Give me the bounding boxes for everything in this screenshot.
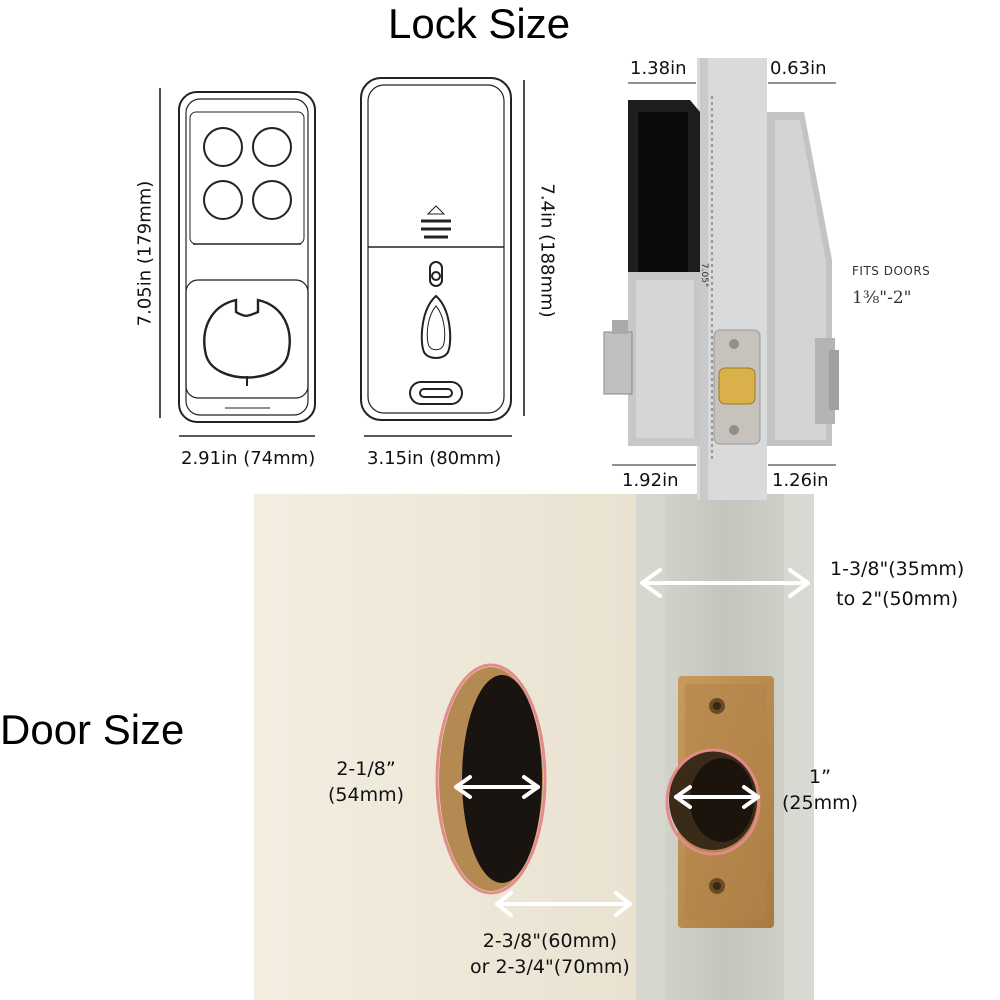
door-size-title: Door Size	[0, 706, 185, 753]
keypad-button	[252, 127, 292, 167]
keypad-button	[252, 180, 292, 220]
latch-highlight-ring	[665, 748, 761, 856]
fits-doors-range: 1⅜"-2"	[852, 288, 912, 308]
side-top-right-label: 0.63in	[770, 58, 827, 79]
lock-drawings	[159, 58, 839, 500]
keypad-button	[203, 127, 243, 167]
front-height-label: 7.05in (179mm)	[134, 180, 156, 327]
front-lock-outline	[178, 91, 316, 423]
side-top-left-label: 1.38in	[630, 58, 687, 79]
latch-line1: 1”	[809, 766, 831, 788]
door-thickness-line1: 1-3/8"(35mm)	[830, 558, 965, 580]
bore-line2: (54mm)	[328, 784, 405, 806]
back-lock-outline	[360, 77, 512, 421]
bore-line1: 2-1/8”	[336, 758, 396, 780]
thumb-turn	[203, 298, 291, 379]
back-height-label: 7.4in (188mm)	[536, 183, 558, 318]
side-bottom-left-label: 1.92in	[622, 470, 679, 491]
backset-line1: 2-3/8"(60mm)	[482, 930, 618, 952]
back-width-label: 3.15in (80mm)	[367, 448, 502, 469]
fits-doors-label: FITS DOORS	[852, 264, 931, 278]
latch-bolt	[718, 367, 756, 405]
backset-label: 2-3/8"(60mm) or 2-3/4"(70mm)	[470, 928, 630, 980]
bore-diameter-label: 2-1/8” (54mm)	[328, 756, 404, 808]
door-thickness-label: 1-3/8"(35mm) to 2"(50mm)	[830, 556, 964, 612]
backset-line2: or 2-3/4"(70mm)	[470, 956, 630, 978]
thumb-slot	[420, 294, 452, 359]
latch-diameter-label: 1” (25mm)	[782, 764, 858, 816]
latch-line2: (25mm)	[782, 792, 859, 814]
bore-highlight-ring	[435, 663, 547, 895]
side-center-height-label: 7.05"	[699, 262, 710, 288]
battery-latch	[409, 381, 463, 405]
keypad-button	[203, 180, 243, 220]
side-lock-profile	[603, 58, 839, 500]
lock-size-title: Lock Size	[388, 0, 571, 47]
side-bottom-right-label: 1.26in	[772, 470, 829, 491]
door-thickness-line2: to 2"(50mm)	[836, 588, 959, 610]
front-width-label: 2.91in (74mm)	[181, 448, 316, 469]
